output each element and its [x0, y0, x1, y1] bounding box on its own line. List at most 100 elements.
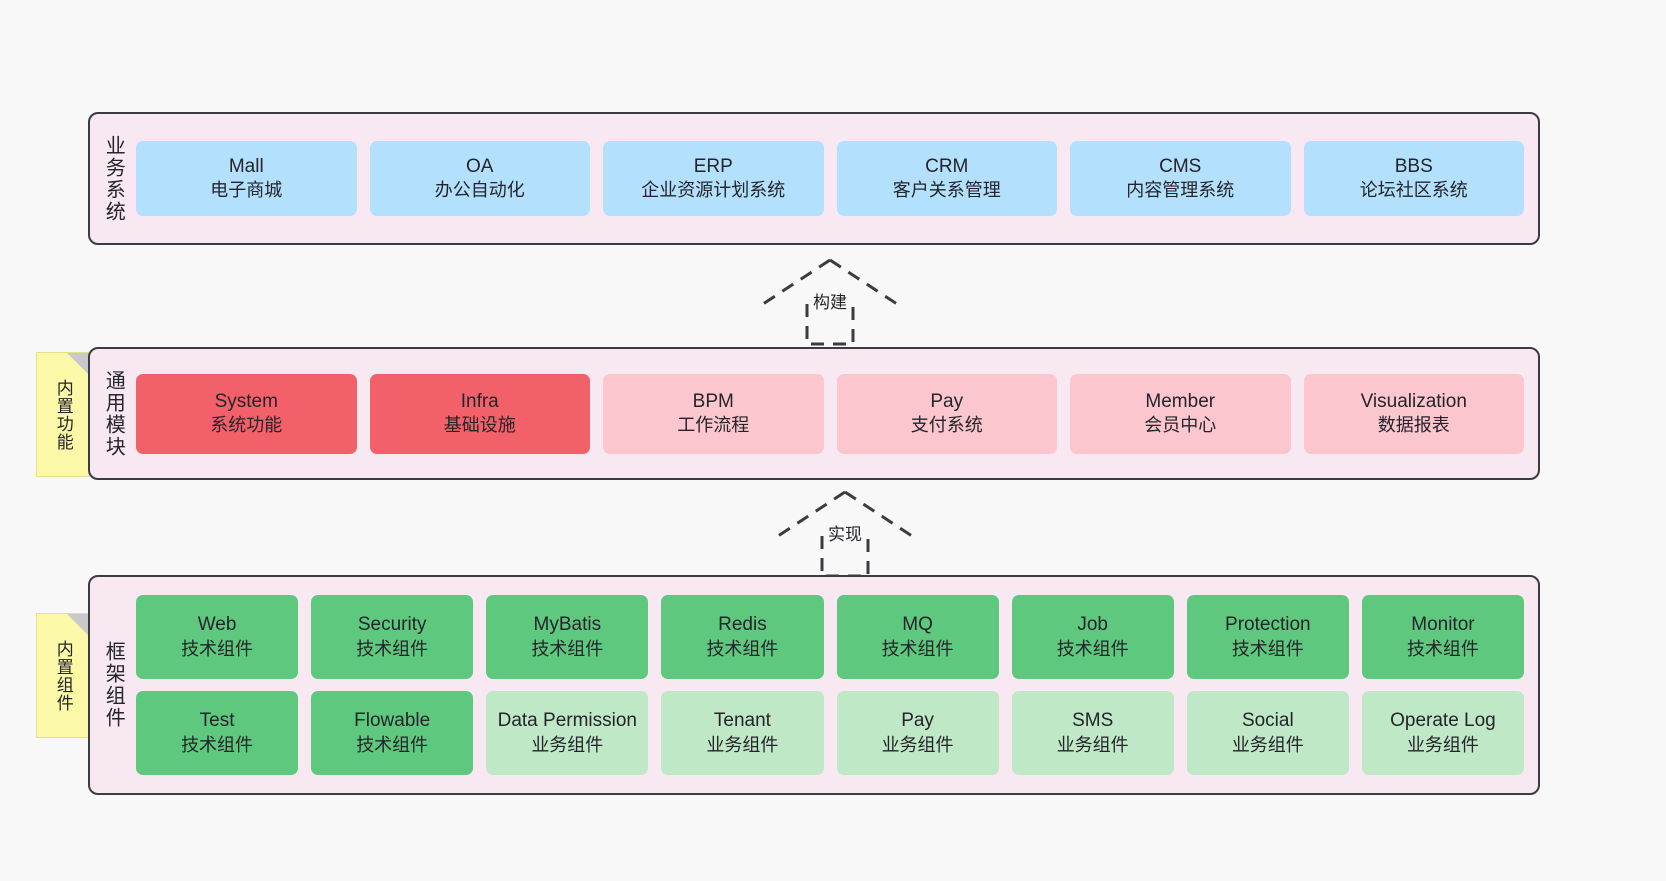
node-title: ERP — [693, 155, 733, 177]
node-erp[interactable]: ERP 企业资源计划系统 — [603, 141, 824, 216]
node-subtitle: 技术组件 — [881, 638, 954, 659]
node-mybatis[interactable]: MyBatis 技术组件 — [486, 595, 649, 679]
node-test[interactable]: Test 技术组件 — [136, 691, 299, 775]
node-subtitle: 业务组件 — [706, 734, 779, 755]
node-title: BPM — [692, 390, 734, 412]
arrow-head-lines — [762, 258, 898, 306]
node-title: Redis — [718, 614, 767, 636]
node-title: MyBatis — [533, 614, 602, 636]
connector-build-arrow: 构建 — [745, 258, 915, 346]
node-subtitle: 业务组件 — [531, 734, 604, 755]
node-subtitle: 企业资源计划系统 — [641, 180, 786, 201]
node-pay-module[interactable]: Pay 支付系统 — [836, 373, 1057, 454]
node-title: Test — [199, 710, 235, 732]
node-subtitle: 内容管理系统 — [1126, 180, 1235, 201]
node-subtitle: 业务组件 — [1056, 734, 1129, 755]
node-redis[interactable]: Redis 技术组件 — [661, 595, 824, 679]
node-title: Infra — [460, 390, 499, 412]
connector-implement-arrow: 实现 — [760, 490, 930, 578]
node-infra[interactable]: Infra 基础设施 — [369, 373, 590, 454]
node-title: System — [214, 390, 278, 412]
sticky-fold-corner-icon — [67, 614, 89, 636]
node-tenant[interactable]: Tenant 业务组件 — [661, 691, 824, 775]
node-subtitle: 会员中心 — [1144, 415, 1217, 436]
node-subtitle: 业务组件 — [1406, 734, 1479, 755]
node-sms[interactable]: SMS 业务组件 — [1011, 691, 1174, 775]
node-title: Monitor — [1411, 614, 1475, 636]
node-subtitle: 技术组件 — [1056, 638, 1129, 659]
node-subtitle: 技术组件 — [531, 638, 604, 659]
node-oa[interactable]: OA 办公自动化 — [369, 141, 590, 216]
node-title: CRM — [925, 155, 969, 177]
node-mall[interactable]: Mall 电子商城 — [136, 141, 357, 216]
layer-caption-common-modules: 通用模块 — [102, 369, 125, 458]
layer-common-modules: 通用模块 System 系统功能 Infra 基础设施 BPM 工作流程 Pay… — [88, 347, 1540, 480]
node-subtitle: 技术组件 — [706, 638, 779, 659]
layer-caption-framework-components: 框架组件 — [102, 641, 125, 729]
node-operate-log[interactable]: Operate Log 业务组件 — [1361, 691, 1524, 775]
node-subtitle: 技术组件 — [356, 734, 429, 755]
framework-row-tech: Web 技术组件 Security 技术组件 MyBatis 技术组件 Redi… — [136, 595, 1524, 679]
sticky-note-builtin-components: 内置组件 — [36, 613, 90, 738]
node-title: SMS — [1072, 710, 1114, 732]
sticky-fold-corner-icon — [67, 353, 89, 375]
node-flowable[interactable]: Flowable 技术组件 — [311, 691, 474, 775]
layer-body-business-systems: Mall 电子商城 OA 办公自动化 ERP 企业资源计划系统 CRM 客户关系… — [136, 114, 1538, 243]
node-title: Operate Log — [1390, 710, 1496, 732]
node-subtitle: 工作流程 — [677, 415, 750, 436]
node-subtitle: 数据报表 — [1377, 415, 1450, 436]
node-title: Pay — [930, 390, 964, 412]
node-title: Web — [197, 614, 237, 636]
node-title: Social — [1241, 710, 1294, 732]
node-bpm[interactable]: BPM 工作流程 — [603, 373, 824, 454]
node-title: MQ — [902, 614, 933, 636]
node-security[interactable]: Security 技术组件 — [311, 595, 474, 679]
node-title: Security — [357, 614, 427, 636]
node-mq[interactable]: MQ 技术组件 — [836, 595, 999, 679]
node-system[interactable]: System 系统功能 — [136, 373, 357, 454]
node-title: Mall — [228, 155, 264, 177]
node-title: Protection — [1225, 614, 1311, 636]
node-title: Data Permission — [497, 710, 637, 732]
node-crm[interactable]: CRM 客户关系管理 — [836, 141, 1057, 216]
layer-business-systems: 业务系统 Mall 电子商城 OA 办公自动化 ERP 企业资源计划系统 CRM… — [88, 112, 1540, 245]
node-bbs[interactable]: BBS 论坛社区系统 — [1303, 141, 1524, 216]
node-job[interactable]: Job 技术组件 — [1011, 595, 1174, 679]
layer-caption-business-systems: 业务系统 — [102, 134, 125, 223]
node-web[interactable]: Web 技术组件 — [136, 595, 299, 679]
arrow-head-lines — [777, 490, 913, 538]
node-monitor[interactable]: Monitor 技术组件 — [1361, 595, 1524, 679]
node-subtitle: 技术组件 — [1231, 638, 1304, 659]
node-title: OA — [466, 155, 494, 177]
node-visualization[interactable]: Visualization 数据报表 — [1303, 373, 1524, 454]
node-subtitle: 系统功能 — [210, 415, 283, 436]
node-subtitle: 支付系统 — [910, 415, 983, 436]
node-subtitle: 技术组件 — [181, 638, 254, 659]
node-subtitle: 客户关系管理 — [892, 180, 1001, 201]
node-subtitle: 技术组件 — [1406, 638, 1479, 659]
node-protection[interactable]: Protection 技术组件 — [1186, 595, 1349, 679]
node-title: Visualization — [1360, 390, 1467, 412]
node-cms[interactable]: CMS 内容管理系统 — [1070, 141, 1291, 216]
node-title: Flowable — [354, 710, 431, 732]
node-title: Tenant — [713, 710, 771, 732]
connector-label-build: 构建 — [811, 288, 849, 313]
node-subtitle: 技术组件 — [356, 638, 429, 659]
node-title: Job — [1077, 614, 1108, 636]
layer-body-framework-components: Web 技术组件 Security 技术组件 MyBatis 技术组件 Redi… — [136, 577, 1538, 793]
layer-body-common-modules: System 系统功能 Infra 基础设施 BPM 工作流程 Pay 支付系统… — [136, 349, 1538, 478]
node-title: CMS — [1159, 155, 1202, 177]
node-subtitle: 基础设施 — [443, 415, 516, 436]
sticky-note-label: 内置功能 — [53, 378, 73, 451]
node-pay-component[interactable]: Pay 业务组件 — [836, 691, 999, 775]
layer-framework-components: 框架组件 Web 技术组件 Security 技术组件 MyBatis 技术组件… — [88, 575, 1540, 795]
node-member[interactable]: Member 会员中心 — [1070, 373, 1291, 454]
framework-row-business: Test 技术组件 Flowable 技术组件 Data Permission … — [136, 691, 1524, 775]
node-social[interactable]: Social 业务组件 — [1186, 691, 1349, 775]
sticky-note-builtin-features: 内置功能 — [36, 352, 90, 477]
node-subtitle: 办公自动化 — [434, 180, 525, 201]
node-title: Pay — [901, 710, 934, 732]
sticky-note-label: 内置组件 — [53, 639, 73, 712]
node-data-permission[interactable]: Data Permission 业务组件 — [486, 691, 649, 775]
